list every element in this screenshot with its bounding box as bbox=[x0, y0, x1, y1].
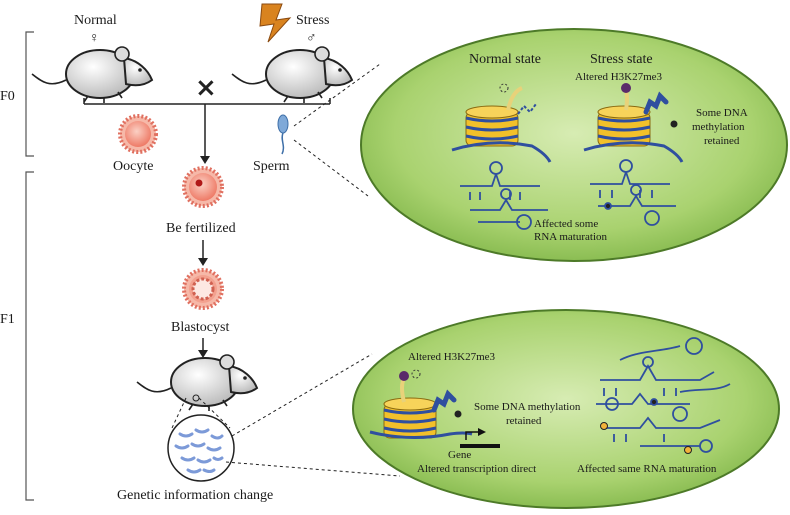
bottom-h3k-label: Altered H3K27me3 bbox=[408, 351, 496, 363]
top-panel bbox=[360, 28, 788, 262]
blastocyst-label: Blastocyst bbox=[171, 320, 229, 335]
stress-nucleosome-icon bbox=[583, 83, 684, 163]
zoom-lines-mouse bbox=[171, 394, 231, 429]
normal-nucleosome-icon bbox=[451, 83, 552, 163]
chromosome-circle-icon bbox=[167, 414, 235, 482]
female-symbol: ♀ bbox=[89, 31, 100, 46]
top-dna-meth-line1: Some DNA bbox=[696, 107, 748, 119]
f0-label: F0 bbox=[0, 89, 15, 104]
offspring-mouse-icon bbox=[136, 354, 258, 412]
genetic-label: Genetic information change bbox=[117, 488, 273, 503]
stress-label: Stress bbox=[296, 13, 329, 28]
lightning-icon bbox=[259, 3, 292, 43]
fertilized-label: Be fertilized bbox=[166, 221, 236, 236]
blastocyst-icon bbox=[182, 268, 224, 310]
bottom-dna-meth-line2: retained bbox=[506, 415, 542, 427]
normal-mouse-icon bbox=[31, 46, 153, 104]
oocyte-icon bbox=[118, 114, 158, 154]
gene-arrow-icon bbox=[460, 428, 500, 448]
bottom-dna-meth-line1: Some DNA methylation bbox=[474, 401, 581, 413]
f1-bracket bbox=[25, 171, 34, 501]
top-rna-line2: RNA maturation bbox=[534, 231, 608, 243]
cross-connector bbox=[83, 98, 331, 164]
top-dna-meth-line3: retained bbox=[704, 135, 740, 147]
f0-bracket bbox=[25, 31, 34, 157]
fertilized-egg-icon bbox=[182, 166, 224, 208]
cross-symbol: × bbox=[195, 73, 217, 103]
zoom-lines-bottom bbox=[225, 353, 401, 477]
bottom-rna-label: Affected same RNA maturation bbox=[577, 463, 717, 475]
sperm-icon bbox=[277, 114, 289, 155]
top-normal-rna-icon bbox=[460, 161, 548, 230]
top-stress-rna-icon bbox=[590, 159, 676, 226]
transcription-label: Altered transcription direct bbox=[417, 463, 536, 475]
top-h3k-label: Altered H3K27me3 bbox=[575, 71, 663, 83]
stress-state-title: Stress state bbox=[590, 52, 653, 67]
normal-state-title: Normal state bbox=[469, 52, 541, 67]
arrow-to-offspring bbox=[198, 338, 208, 358]
stress-mouse-icon bbox=[231, 46, 353, 104]
f1-label: F1 bbox=[0, 312, 15, 327]
gene-label: Gene bbox=[448, 449, 471, 461]
normal-label: Normal bbox=[74, 13, 117, 28]
male-symbol: ♂ bbox=[306, 31, 317, 46]
bottom-rna-icon bbox=[596, 337, 731, 454]
bottom-panel bbox=[352, 309, 780, 509]
oocyte-label: Oocyte bbox=[113, 159, 153, 174]
sperm-label: Sperm bbox=[253, 159, 290, 174]
top-rna-line1: Affected some bbox=[534, 218, 598, 230]
arrow-to-blastocyst bbox=[198, 240, 208, 266]
top-dna-meth-line2: methylation bbox=[692, 121, 745, 133]
